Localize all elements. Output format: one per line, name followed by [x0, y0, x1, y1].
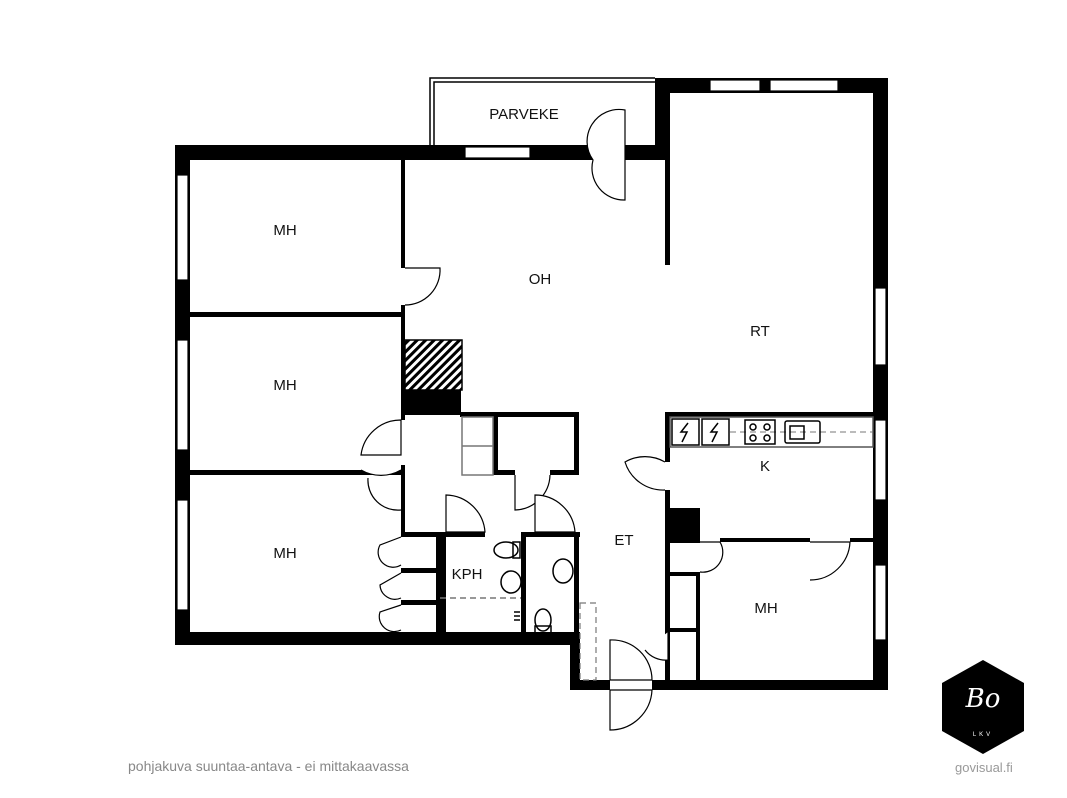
credit-text: govisual.fi	[955, 760, 1013, 775]
interior-walls	[190, 93, 873, 681]
washbasin-icon	[500, 570, 522, 594]
fridge-icon	[671, 418, 700, 446]
room-label-bedroom-4: MH	[754, 600, 777, 617]
sink-icon	[784, 420, 821, 444]
room-label-kitchen-dining: RT	[750, 323, 770, 340]
company-logo: Bo LKV	[942, 660, 1024, 754]
room-label-bedroom-2: MH	[273, 377, 296, 394]
windows	[176, 79, 887, 641]
bath-fixtures	[493, 541, 574, 634]
room-label-living-room: OH	[529, 271, 552, 288]
shower-icon	[514, 611, 520, 621]
balcony-outline	[429, 77, 655, 145]
disclaimer-caption: pohjakuva suuntaa-antava - ei mittakaava…	[128, 758, 409, 774]
room-label-balcony: PARVEKE	[489, 106, 558, 123]
doors	[360, 108, 851, 731]
room-label-bedroom-3: MH	[273, 545, 296, 562]
toilet-icon	[534, 608, 552, 632]
stove-icon	[744, 419, 776, 445]
room-label-kitchen: K	[760, 458, 770, 475]
toilet-icon	[493, 541, 519, 559]
room-label-bedroom-1: MH	[273, 222, 296, 239]
kitchen-counter	[669, 416, 874, 448]
electric-icon	[709, 422, 719, 443]
room-label-hallway: ET	[614, 532, 633, 549]
svg-text:Bo: Bo	[965, 684, 1001, 714]
freezer-icon	[701, 418, 730, 446]
electric-icon	[679, 422, 689, 443]
svg-text:LKV: LKV	[973, 732, 993, 738]
washbasin-icon	[552, 558, 574, 584]
chimney-hatch	[405, 340, 462, 390]
room-label-bathroom: KPH	[452, 566, 483, 583]
